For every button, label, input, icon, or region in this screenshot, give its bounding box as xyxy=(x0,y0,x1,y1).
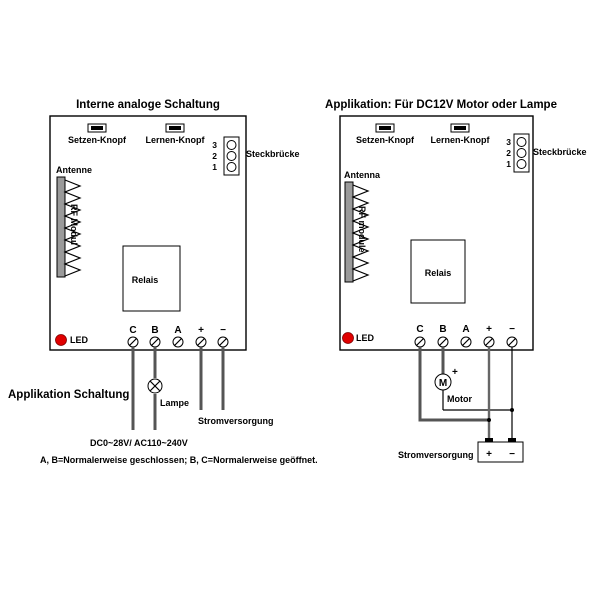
left-voltage-label: DC0~28V/ AC110~240V xyxy=(90,438,188,448)
left-jumper-num-3: 3 xyxy=(212,140,217,150)
right-terminal-b-label: B xyxy=(439,324,446,335)
motor-plus-sign: + xyxy=(452,367,458,378)
left-antenna-label: Antenne xyxy=(56,165,92,175)
left-terminals: C B A + − xyxy=(127,325,229,348)
right-terminal-screw xyxy=(460,336,472,348)
right-motor-label: Motor xyxy=(447,394,472,404)
lamp-icon xyxy=(147,378,163,394)
right-diagram: Applikation: Für DC12V Motor oder Lampe … xyxy=(325,99,587,463)
right-antenna-label: Antenna xyxy=(344,170,381,180)
left-terminal-minus-label: − xyxy=(220,325,226,336)
right-terminal-screw xyxy=(483,336,495,348)
right-learn-button-label: Lernen-Knopf xyxy=(431,135,491,145)
right-board xyxy=(339,115,534,351)
right-wiring: M + Motor xyxy=(418,347,514,442)
left-terminal-screw xyxy=(127,336,139,348)
left-learn-button: Lernen-Knopf xyxy=(146,123,206,145)
left-power-label: Stromversorgung xyxy=(198,416,274,426)
left-set-button: Setzen-Knopf xyxy=(68,123,127,145)
right-led: LED xyxy=(342,332,375,344)
motor-icon: M + xyxy=(434,367,458,391)
left-jumper-num-2: 2 xyxy=(212,151,217,161)
left-title: Interne analoge Schaltung xyxy=(76,99,220,111)
right-power-label: Stromversorgung xyxy=(398,450,474,460)
right-jumper: 3 2 1 Steckbrücke xyxy=(506,133,587,173)
right-led-label: LED xyxy=(356,333,375,343)
left-jumper: 3 2 1 Steckbrücke xyxy=(212,136,300,176)
left-terminal-screw xyxy=(172,336,184,348)
right-rf-module: Antenna RF module xyxy=(344,170,381,283)
left-application-label: Applikation Schaltung xyxy=(8,389,129,401)
left-terminal-b-label: B xyxy=(151,325,158,336)
left-terminal-screw xyxy=(195,336,207,348)
right-terminal-a-label: A xyxy=(462,324,469,335)
right-jumper-num-2: 2 xyxy=(506,148,511,158)
right-terminal-screw xyxy=(437,336,449,348)
right-terminals: C B A + − xyxy=(414,324,518,348)
right-terminal-screw xyxy=(414,336,426,348)
right-jumper-num-3: 3 xyxy=(506,137,511,147)
left-led-label: LED xyxy=(70,335,89,345)
left-rf-module: Antenne RF Modul xyxy=(56,165,92,278)
right-title: Applikation: Für DC12V Motor oder Lampe xyxy=(325,99,557,111)
right-terminal-plus-label: + xyxy=(486,324,492,335)
left-diagram: Interne analoge Schaltung Setzen-Knopf L… xyxy=(8,99,318,465)
right-terminal-c-label: C xyxy=(416,324,423,335)
left-terminal-plus-label: + xyxy=(198,325,204,336)
right-relay-label: Relais xyxy=(425,268,452,278)
right-jumper-label: Steckbrücke xyxy=(533,147,587,157)
left-wiring xyxy=(131,347,225,430)
motor-symbol: M xyxy=(439,378,447,389)
right-set-button-label: Setzen-Knopf xyxy=(356,135,415,145)
left-lamp-label: Lampe xyxy=(160,398,189,408)
battery-plus: + xyxy=(486,449,492,460)
left-jumper-num-1: 1 xyxy=(212,162,217,172)
right-set-button: Setzen-Knopf xyxy=(356,123,415,145)
right-relay: Relais xyxy=(410,239,466,304)
battery-minus: − xyxy=(509,449,515,460)
left-terminal-c-label: C xyxy=(129,325,136,336)
right-terminal-screw xyxy=(506,336,518,348)
right-rf-module-label: RF module xyxy=(357,206,367,253)
right-jumper-num-1: 1 xyxy=(506,159,511,169)
right-terminal-minus-label: − xyxy=(509,324,515,335)
left-jumper-label: Steckbrücke xyxy=(246,149,300,159)
left-led: LED xyxy=(55,334,89,346)
left-terminal-screw xyxy=(217,336,229,348)
left-relay: Relais xyxy=(122,245,181,312)
right-learn-button: Lernen-Knopf xyxy=(431,123,491,145)
left-terminal-a-label: A xyxy=(174,325,181,336)
left-rf-module-label: RF Modul xyxy=(69,204,79,245)
left-terminal-screw xyxy=(149,336,161,348)
left-learn-button-label: Lernen-Knopf xyxy=(146,135,206,145)
left-note: A, B=Normalerweise geschlossen; B, C=Nor… xyxy=(40,455,318,465)
battery-icon: + − xyxy=(477,438,524,463)
left-set-button-label: Setzen-Knopf xyxy=(68,135,127,145)
left-relay-label: Relais xyxy=(132,275,159,285)
